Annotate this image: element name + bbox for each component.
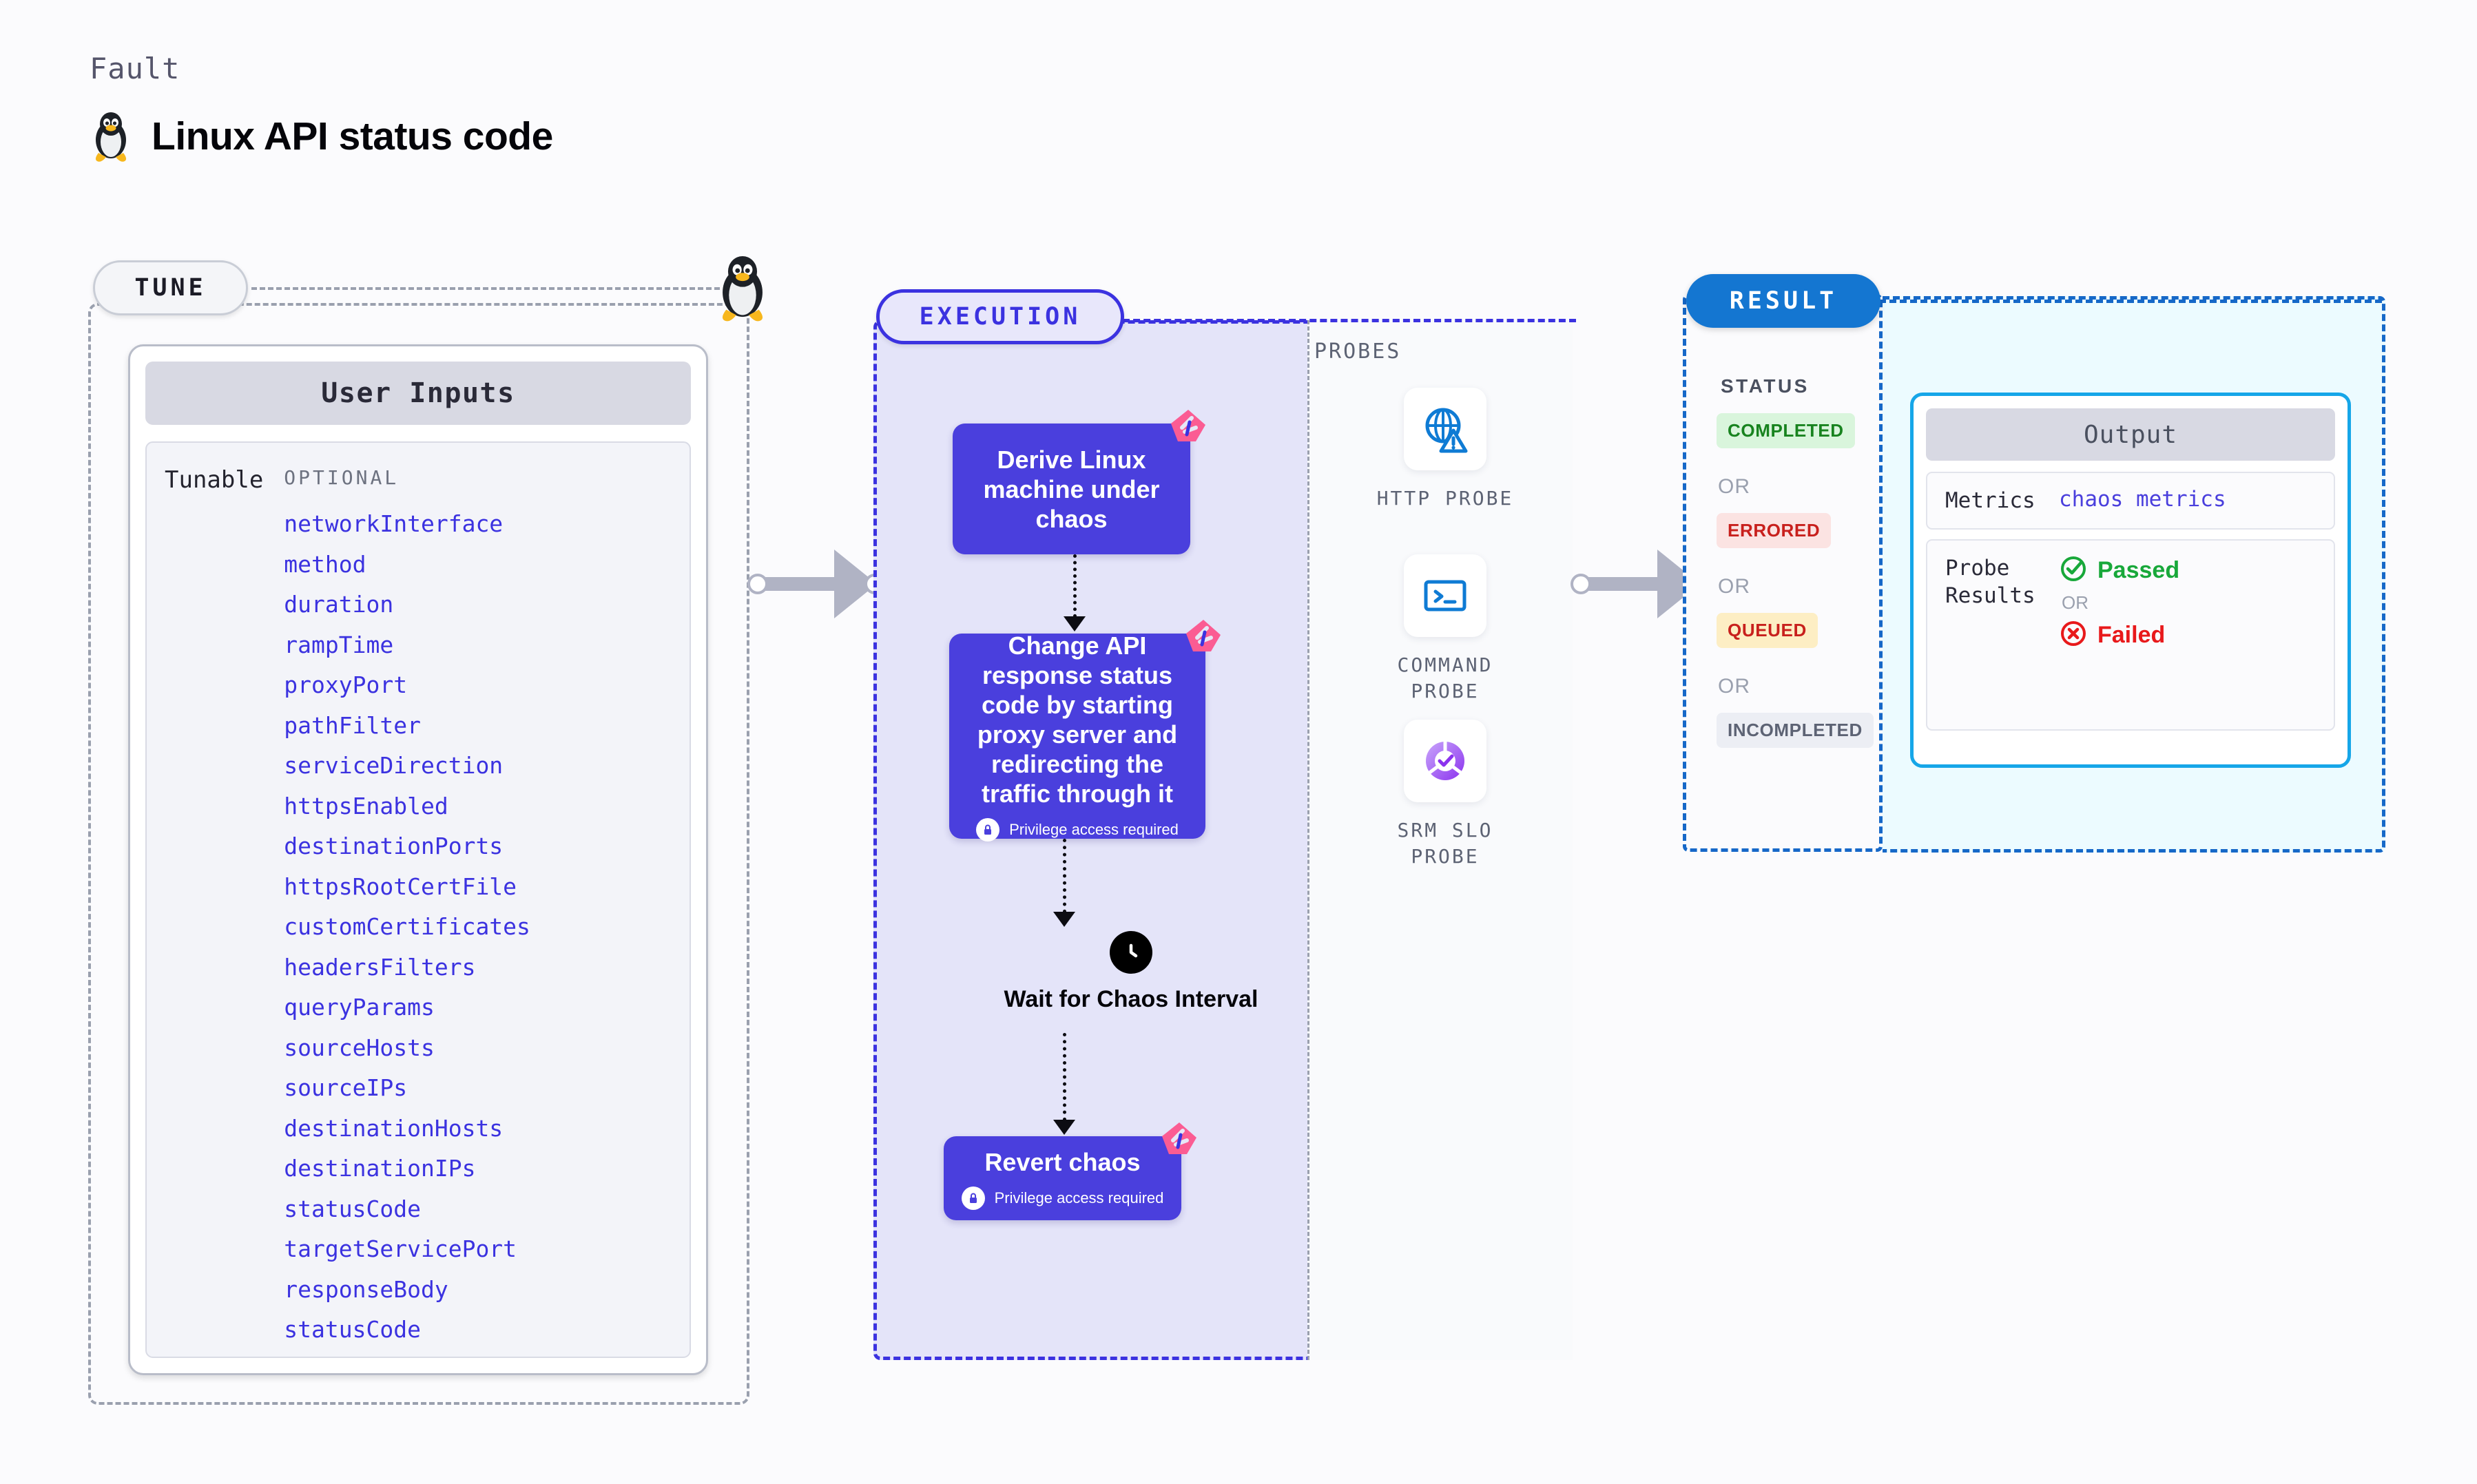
status-or-separator: OR (1718, 675, 1750, 698)
execution-step-revert-chaos[interactable]: Revert chaos Privilege access required (944, 1122, 1196, 1220)
flow-arrow-2 (1050, 839, 1078, 928)
probe-srm-slo[interactable]: SRM SLO PROBE (1376, 720, 1514, 870)
wait-for-chaos-interval-node: Wait for Chaos Interval (986, 931, 1276, 1014)
litmus-chaos-badge-icon (1159, 1120, 1199, 1160)
probe-results-row: Probe Results Passed OR (1926, 539, 2335, 731)
result-pill-label: RESULT (1686, 274, 1880, 328)
param-item[interactable]: serviceDirection (284, 752, 504, 779)
result-dashed-connector-line (1879, 300, 2382, 303)
probe-result-failed: Failed (2059, 619, 2179, 651)
execution-step-derive-machine[interactable]: Derive Linux machine under chaos (953, 410, 1205, 554)
param-item[interactable]: httpsRootCertFile (284, 872, 517, 900)
tune-section-boundary (88, 303, 749, 1405)
probe-caption: HTTP PROBE (1376, 487, 1514, 510)
probe-result-passed: Passed (2059, 554, 2179, 587)
probe-caption: SRM SLO PROBE (1397, 819, 1493, 868)
param-item[interactable]: networkInterface (284, 510, 504, 537)
param-item[interactable]: destinationPorts (284, 833, 504, 859)
wait-node-label: Wait for Chaos Interval (1004, 986, 1258, 1012)
user-inputs-header: User Inputs (145, 362, 691, 425)
linux-penguin-icon (90, 110, 132, 163)
page-title: Linux API status code (152, 114, 553, 158)
probe-results-key: Probe Results (1945, 556, 2035, 608)
page-title-row: Linux API status code (90, 110, 553, 163)
litmus-chaos-badge-icon (1168, 407, 1208, 447)
probe-command[interactable]: COMMAND PROBE (1376, 554, 1514, 704)
tune-dashed-connector-line (251, 287, 720, 290)
linux-penguin-icon (711, 253, 774, 322)
execution-step-title: Change API response status code by start… (977, 631, 1178, 808)
litmus-chaos-badge-icon (1183, 617, 1223, 657)
param-item[interactable]: pathFilter (284, 711, 421, 739)
param-item[interactable]: httpsEnabled (284, 792, 448, 819)
probe-caption: COMMAND PROBE (1397, 654, 1493, 702)
user-inputs-card: User Inputs Tunable OPTIONAL networkInte… (128, 344, 708, 1375)
param-item[interactable]: headersFilters (284, 953, 476, 981)
param-item[interactable]: sourceIPs (284, 1074, 408, 1101)
status-badge: ERRORED (1717, 513, 1832, 548)
param-item[interactable]: proxyPort (284, 671, 408, 698)
execution-dashed-connector-line (1123, 319, 1576, 322)
optional-label: OPTIONAL (284, 466, 400, 489)
metrics-key: Metrics (1945, 488, 2035, 513)
probe-http[interactable]: HTTP PROBE (1376, 388, 1514, 512)
param-item[interactable]: destinationHosts (284, 1114, 504, 1142)
metrics-row: Metrics chaos metrics (1926, 472, 2335, 530)
lock-icon (976, 818, 1000, 842)
status-label: STATUS (1721, 375, 1810, 397)
status-badge: COMPLETED (1717, 413, 1855, 448)
param-item[interactable]: customCertificates (284, 913, 530, 940)
check-circle-icon (2059, 554, 2088, 587)
param-item[interactable]: statusCode (284, 1195, 421, 1222)
flow-arrow-3 (1050, 1033, 1078, 1136)
execution-step-title: Derive Linux machine under chaos (983, 445, 1160, 533)
privilege-note: Privilege access required (961, 1186, 1164, 1210)
tunable-params-box: Tunable OPTIONAL networkInterface method d… (145, 441, 691, 1358)
param-item[interactable]: queryParams (284, 994, 435, 1021)
lock-icon (961, 1186, 985, 1210)
status-badge: QUEUED (1717, 613, 1818, 648)
execution-step-title: Revert chaos (984, 1147, 1141, 1176)
probes-section-label: PROBES (1314, 339, 1402, 364)
param-item[interactable]: method (284, 550, 366, 578)
status-badge: INCOMPLETED (1717, 713, 1874, 748)
connector-tune-to-execution (747, 550, 885, 618)
param-item[interactable]: destinationIPs (284, 1155, 476, 1182)
tunable-label: Tunable (165, 466, 264, 494)
param-item[interactable]: rampTime (284, 631, 394, 658)
tune-pill-label: TUNE (93, 260, 248, 315)
x-circle-icon (2059, 619, 2088, 651)
status-or-separator: OR (1718, 475, 1750, 498)
param-item[interactable]: targetServicePort (284, 1235, 517, 1262)
probes-subpanel (1307, 320, 1573, 1360)
flow-arrow-1 (1061, 554, 1088, 634)
execution-step-change-status-code[interactable]: Change API response status code by start… (949, 620, 1221, 842)
globe-warning-icon (1404, 388, 1486, 470)
privilege-note-text: Privilege access required (994, 1189, 1164, 1206)
terminal-icon (1404, 554, 1486, 637)
slo-donut-check-icon (1404, 720, 1486, 802)
execution-pill-label: EXECUTION (876, 289, 1124, 344)
output-header: Output (1926, 408, 2335, 461)
privilege-note-text: Privilege access required (1009, 821, 1179, 838)
metrics-value[interactable]: chaos metrics (2059, 487, 2226, 512)
output-card: Output Metrics chaos metrics Probe Resul… (1910, 393, 2351, 768)
param-item[interactable]: responseBody (284, 1275, 448, 1303)
failed-label: Failed (2097, 622, 2166, 648)
param-item[interactable]: sourceHosts (284, 1034, 435, 1061)
fault-kicker: Fault (90, 52, 180, 85)
param-item[interactable]: statusCode (284, 1316, 421, 1343)
status-or-separator: OR (1718, 575, 1750, 598)
privilege-note: Privilege access required (976, 818, 1179, 842)
probe-results-or: OR (2062, 592, 2089, 613)
result-status-boundary (1683, 294, 1883, 852)
params-list: OPTIONAL networkInterface method duration r… (263, 459, 530, 1357)
clock-icon (1110, 931, 1152, 974)
param-item[interactable]: duration (284, 591, 394, 618)
passed-label: Passed (2097, 557, 2180, 583)
